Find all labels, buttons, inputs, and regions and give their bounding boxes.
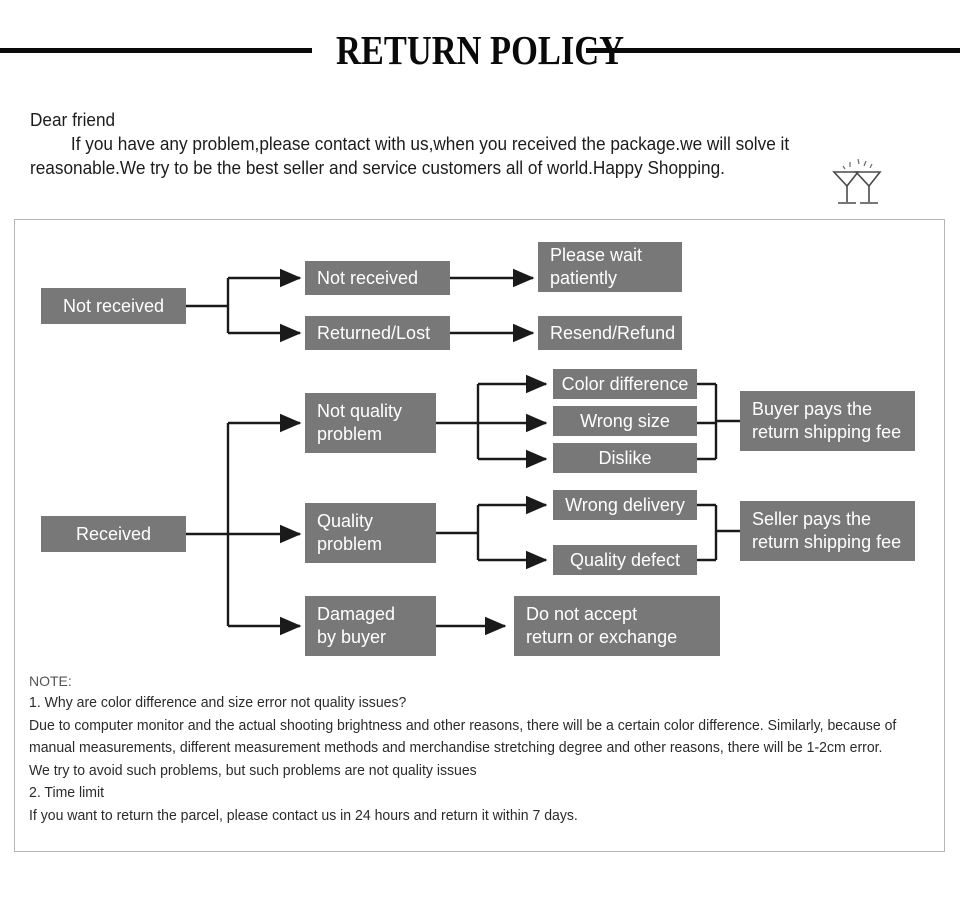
page-title: RETURN POLICY bbox=[336, 27, 624, 73]
flow-node-seller-pays[interactable]: Seller pays the return shipping fee bbox=[740, 501, 915, 561]
intro-paragraph: Dear friend If you have any problem,plea… bbox=[30, 108, 858, 180]
intro-body: If you have any problem,please contact w… bbox=[30, 133, 790, 178]
note-heading: NOTE: bbox=[29, 673, 72, 689]
note-line-1: 1. Why are color difference and size err… bbox=[29, 695, 407, 711]
cocktail-glasses-icon bbox=[832, 158, 882, 204]
flow-node-buyer-pays[interactable]: Buyer pays the return shipping fee bbox=[740, 391, 915, 451]
note-line-3: manual measurements, different measureme… bbox=[29, 740, 883, 756]
note-section: NOTE: 1. Why are color difference and si… bbox=[29, 670, 934, 827]
flow-node-damaged-by-buyer[interactable]: Damaged by buyer bbox=[305, 596, 436, 656]
note-line-5: 2. Time limit bbox=[29, 785, 105, 801]
header-rule-left bbox=[0, 48, 312, 53]
intro-greeting: Dear friend bbox=[30, 109, 116, 130]
header-rule-right bbox=[586, 48, 960, 53]
flow-node-dislike[interactable]: Dislike bbox=[553, 443, 697, 473]
note-line-4: We try to avoid such problems, but such … bbox=[29, 762, 477, 779]
flow-node-not-received-branch[interactable]: Not received bbox=[305, 261, 450, 295]
page-header: RETURN POLICY bbox=[0, 22, 960, 80]
flow-node-wrong-delivery[interactable]: Wrong delivery bbox=[553, 490, 697, 520]
note-line-6: If you want to return the parcel, please… bbox=[29, 807, 578, 824]
flow-node-color-difference[interactable]: Color difference bbox=[553, 369, 697, 399]
flow-node-wrong-size[interactable]: Wrong size bbox=[553, 406, 697, 436]
flow-node-quality-defect[interactable]: Quality defect bbox=[553, 545, 697, 575]
flow-node-quality-problem[interactable]: Quality problem bbox=[305, 503, 436, 563]
flow-node-not-received-root[interactable]: Not received bbox=[41, 288, 186, 324]
flow-node-do-not-accept[interactable]: Do not accept return or exchange bbox=[514, 596, 720, 656]
flow-node-resend-refund[interactable]: Resend/Refund bbox=[538, 316, 682, 350]
flow-node-please-wait[interactable]: Please wait patiently bbox=[538, 242, 682, 292]
flow-node-received-root[interactable]: Received bbox=[41, 516, 186, 552]
note-line-2: Due to computer monitor and the actual s… bbox=[29, 717, 897, 734]
flow-node-not-quality-problem[interactable]: Not quality problem bbox=[305, 393, 436, 453]
flow-node-returned-lost[interactable]: Returned/Lost bbox=[305, 316, 450, 350]
